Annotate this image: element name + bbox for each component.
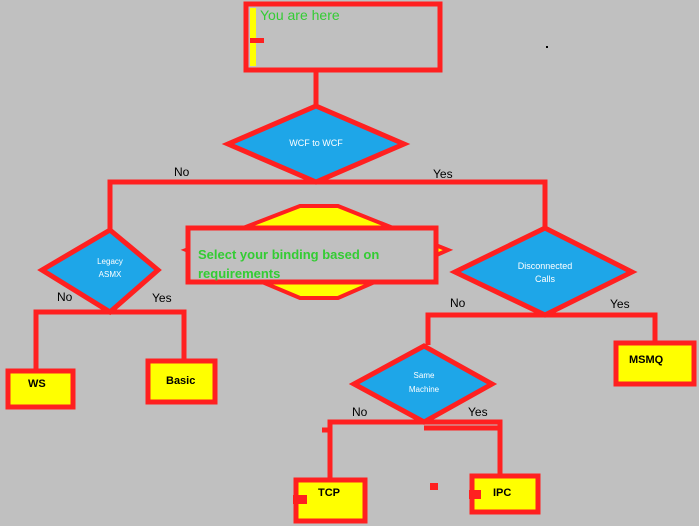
legacy-no-label: No xyxy=(57,290,73,304)
wcf-no-label: No xyxy=(174,165,190,179)
note-hexagon: Select your binding based on requirement… xyxy=(180,204,454,300)
wcf-label: WCF to WCF xyxy=(289,138,343,148)
legacy-label-line1: Legacy xyxy=(97,257,123,266)
ws-label: WS xyxy=(28,378,46,390)
same-machine-no-label: No xyxy=(352,405,368,419)
wcf-yes-label: Yes xyxy=(433,167,453,181)
outcome-msmq: MSMQ xyxy=(613,340,697,387)
ipc-label: IPC xyxy=(493,487,511,499)
note-line1: Select your binding based on xyxy=(198,247,379,262)
legacy-yes-label: Yes xyxy=(152,291,172,305)
same-machine-yes-label: Yes xyxy=(468,405,488,419)
outcome-tcp: TCP xyxy=(293,477,368,524)
decision-disconnected-calls: Disconnected Calls xyxy=(449,225,638,318)
same-machine-label-line2: Machine xyxy=(409,385,440,394)
stray-mark xyxy=(430,483,438,490)
speck xyxy=(546,46,548,48)
connector-legacy-branches xyxy=(33,309,187,370)
outcome-ws: WS xyxy=(5,368,76,410)
start-box: You are here xyxy=(243,1,443,73)
disconnected-no-label: No xyxy=(450,296,466,310)
outcome-basic: Basic xyxy=(145,358,218,405)
disconnected-label-line1: Disconnected xyxy=(518,261,573,271)
disconnected-label-line2: Calls xyxy=(535,274,556,284)
msmq-label: MSMQ xyxy=(629,354,664,366)
tcp-label: TCP xyxy=(318,487,340,499)
decision-wcf-to-wcf: WCF to WCF xyxy=(221,103,411,185)
start-label: You are here xyxy=(260,7,340,23)
same-machine-label-line1: Same xyxy=(414,371,435,380)
basic-label: Basic xyxy=(166,375,195,387)
outcome-ipc: IPC xyxy=(469,473,541,515)
connector-same-machine-branches xyxy=(322,419,503,483)
connector-disconnected-branches xyxy=(425,312,658,345)
legacy-label-line2: ASMX xyxy=(99,270,122,279)
note-line2: requirements xyxy=(198,266,280,281)
disconnected-yes-label: Yes xyxy=(610,297,630,311)
